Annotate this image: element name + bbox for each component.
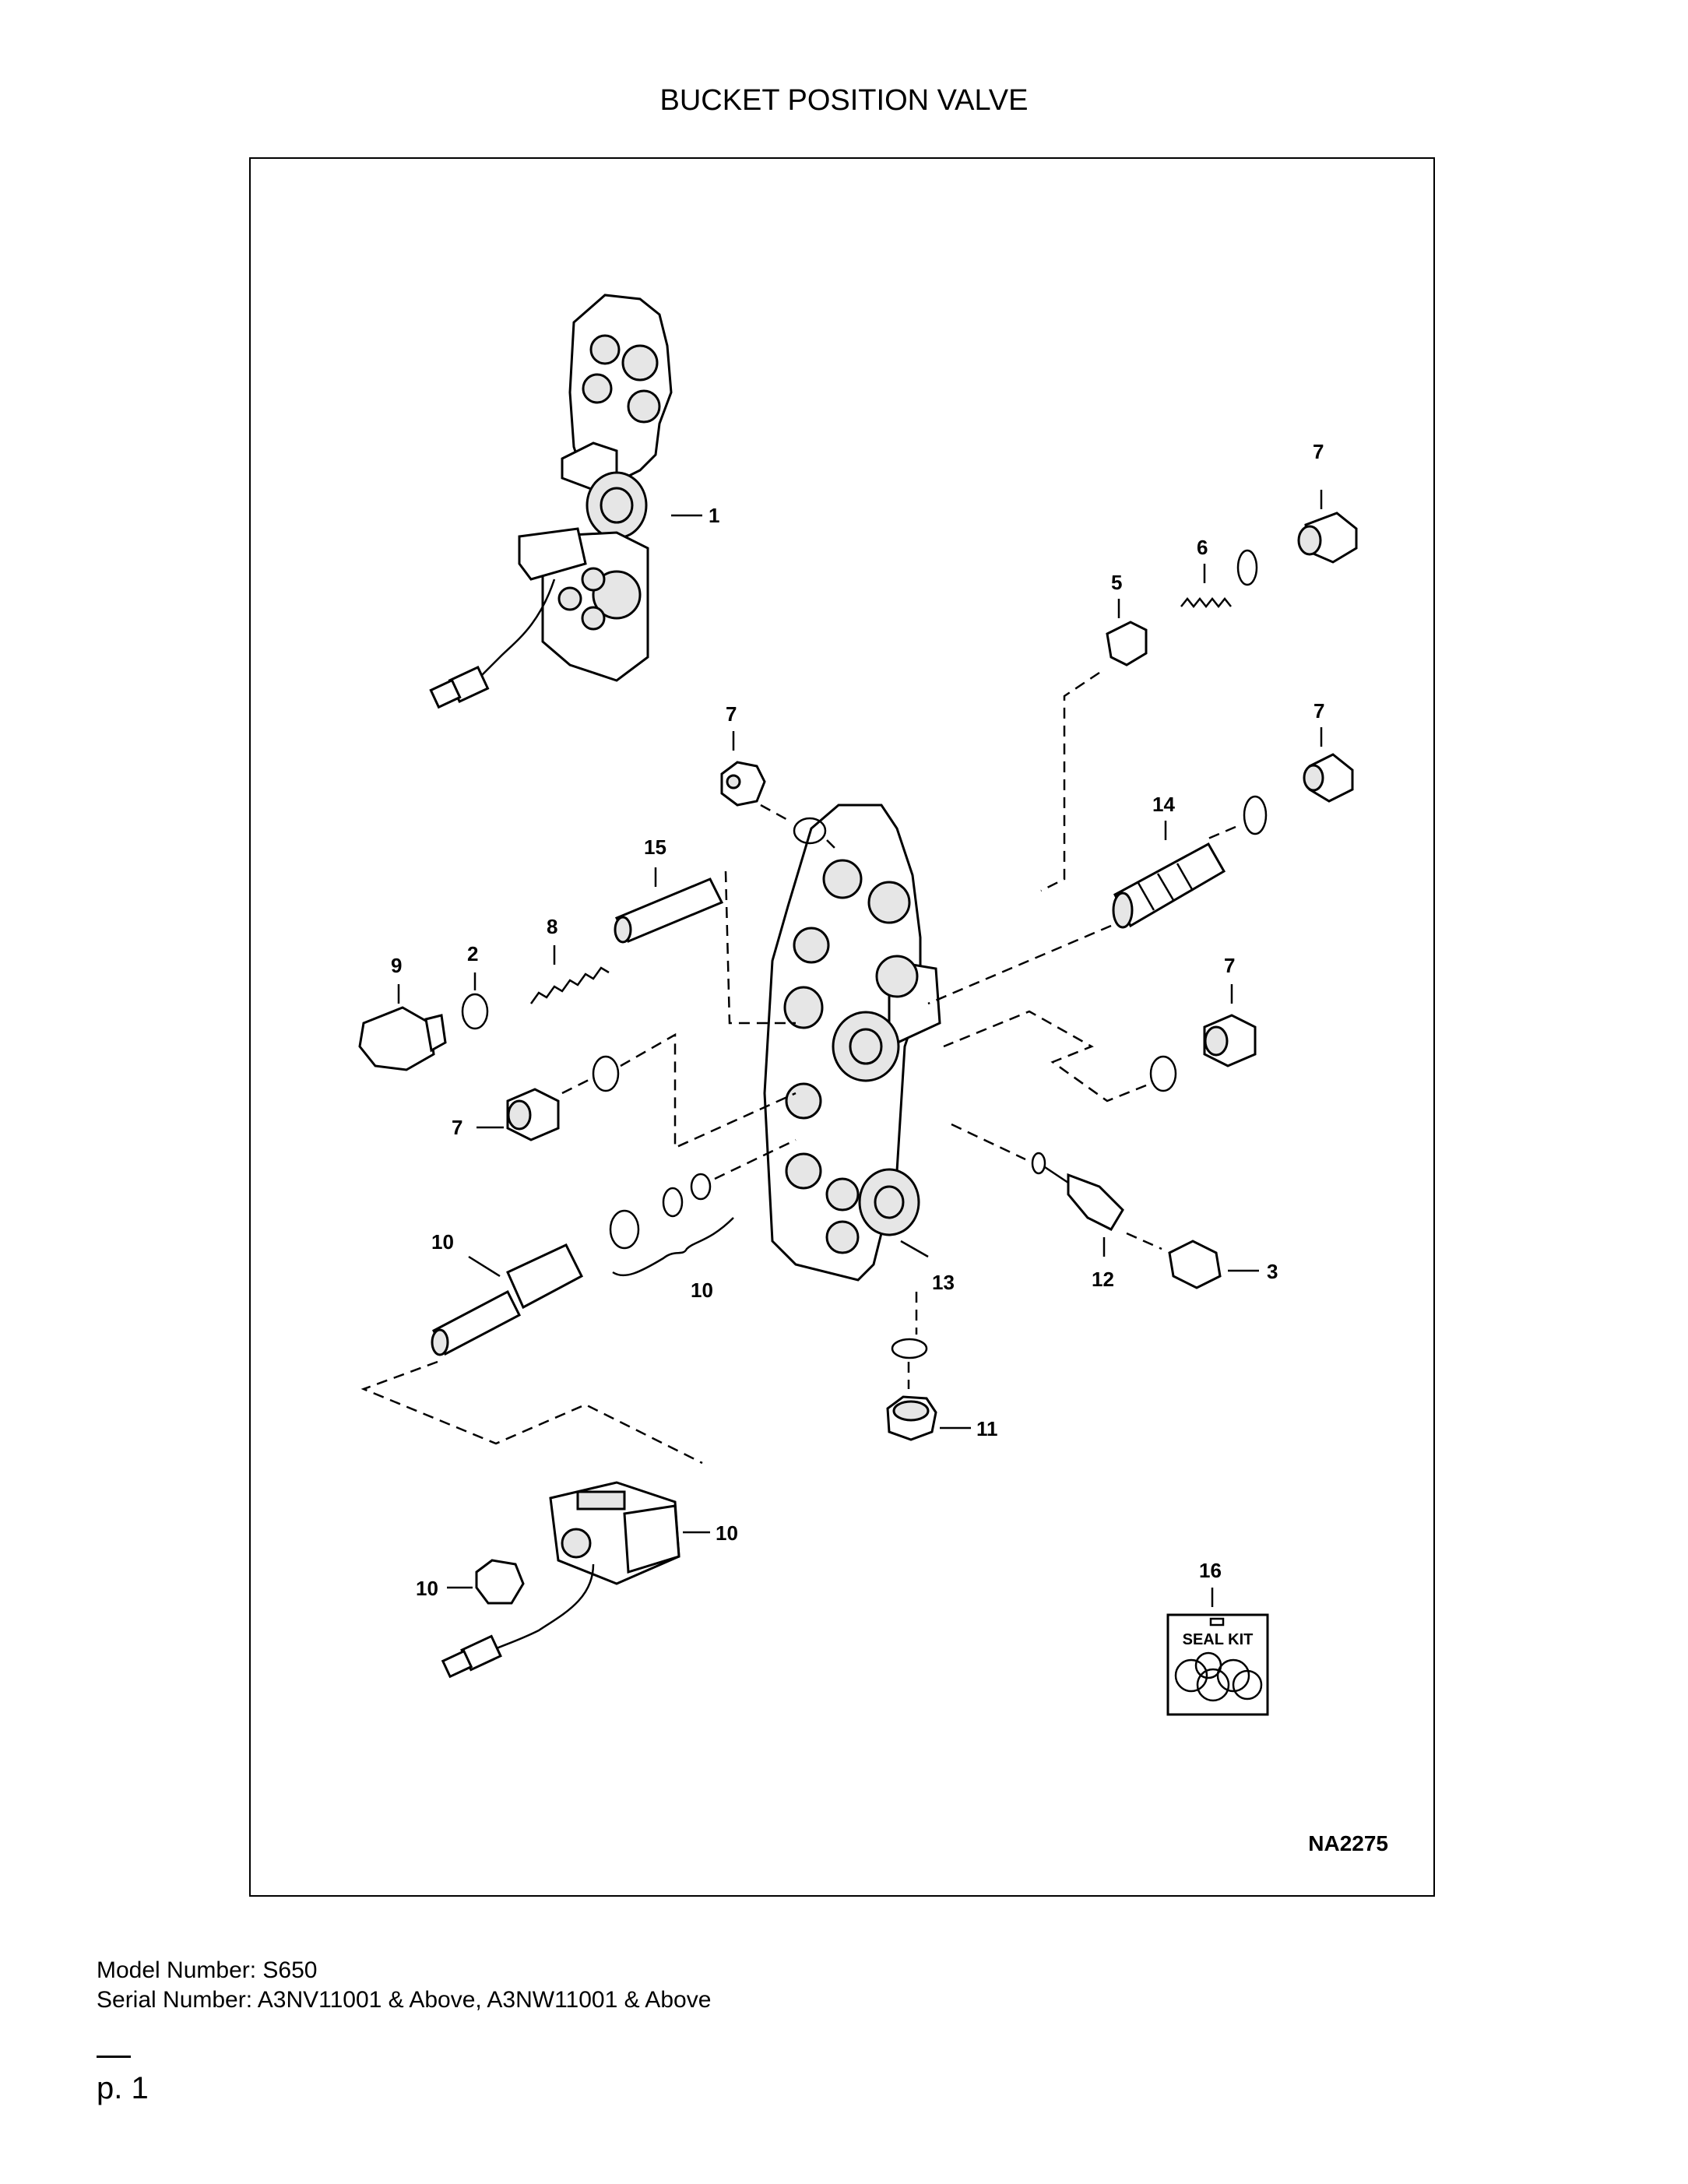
callout-1: 1 xyxy=(709,504,719,527)
callout-6: 7 xyxy=(1313,440,1324,463)
cap-part-3 xyxy=(1168,1240,1222,1289)
plug-part-7-upper-right xyxy=(1303,753,1354,803)
callout-13: 13 xyxy=(932,1271,955,1294)
spool-part-15 xyxy=(614,877,724,944)
seal-kit-part-16: SEAL KIT xyxy=(1166,1613,1269,1716)
callout-10-coil: 10 xyxy=(716,1521,738,1545)
callout-12: 12 xyxy=(1092,1268,1114,1291)
callout-11: 11 xyxy=(976,1417,998,1440)
callout-10-stem: 10 xyxy=(431,1230,454,1254)
spring-part-5 xyxy=(1180,596,1232,609)
callout-10-seals: 10 xyxy=(691,1278,713,1302)
seal-part-2 xyxy=(461,993,489,1030)
callout-14: 14 xyxy=(1152,793,1175,816)
exploded-diagram: 1 13 7 xyxy=(358,294,1358,1716)
page-divider xyxy=(97,2056,131,2058)
callout-15: 15 xyxy=(644,835,666,859)
stem-part-10 xyxy=(431,1243,583,1356)
plug-part-7-top xyxy=(720,761,766,807)
poppet-part-4 xyxy=(1106,621,1148,666)
diagram-id: NA2275 xyxy=(1308,1831,1388,1855)
model-number: Model Number: S650 xyxy=(97,1957,318,1983)
callout-7-right: 7 xyxy=(1224,954,1235,977)
model-info: Model Number: S650 Serial Number: A3NV11… xyxy=(97,1956,711,2015)
plug-part-9 xyxy=(358,1006,447,1071)
callout-7-upper-right: 7 xyxy=(1313,699,1324,723)
callout-7-top: 7 xyxy=(726,702,737,726)
callout-2: 2 xyxy=(467,942,478,965)
cartridge-part-14 xyxy=(1112,842,1226,929)
page-number: p. 1 xyxy=(97,2071,149,2105)
plug-part-11 xyxy=(886,1395,937,1441)
sensor-part-12 xyxy=(1044,1166,1124,1231)
spring-part-8 xyxy=(529,966,610,1004)
serial-number: Serial Number: A3NV11001 & Above, A3NW11… xyxy=(97,1987,712,2013)
seal-kit-label: SEAL KIT xyxy=(1183,1631,1254,1648)
coil-part-10 xyxy=(441,1481,680,1679)
valve-assembly-part xyxy=(429,294,673,709)
plug-part-7-left xyxy=(506,1088,560,1141)
callout-10-nut: 10 xyxy=(416,1577,438,1600)
callout-5: 6 xyxy=(1197,536,1208,559)
callout-4: 5 xyxy=(1111,571,1122,594)
callout-16: 16 xyxy=(1199,1559,1222,1582)
plug-part-6 xyxy=(1297,512,1358,564)
seal-set-part-10 xyxy=(609,1173,734,1277)
plug-part-7-right xyxy=(1203,1014,1257,1067)
callout-8: 8 xyxy=(547,915,557,938)
callout-3: 3 xyxy=(1267,1260,1278,1283)
callout-9: 9 xyxy=(391,954,402,977)
nut-part-10 xyxy=(475,1559,525,1605)
manifold-body-part xyxy=(763,804,941,1282)
diagram-frame: 1 13 7 xyxy=(249,157,1435,1897)
page-title: BUCKET POSITION VALVE xyxy=(659,84,1029,117)
callout-7-left: 7 xyxy=(452,1116,462,1139)
